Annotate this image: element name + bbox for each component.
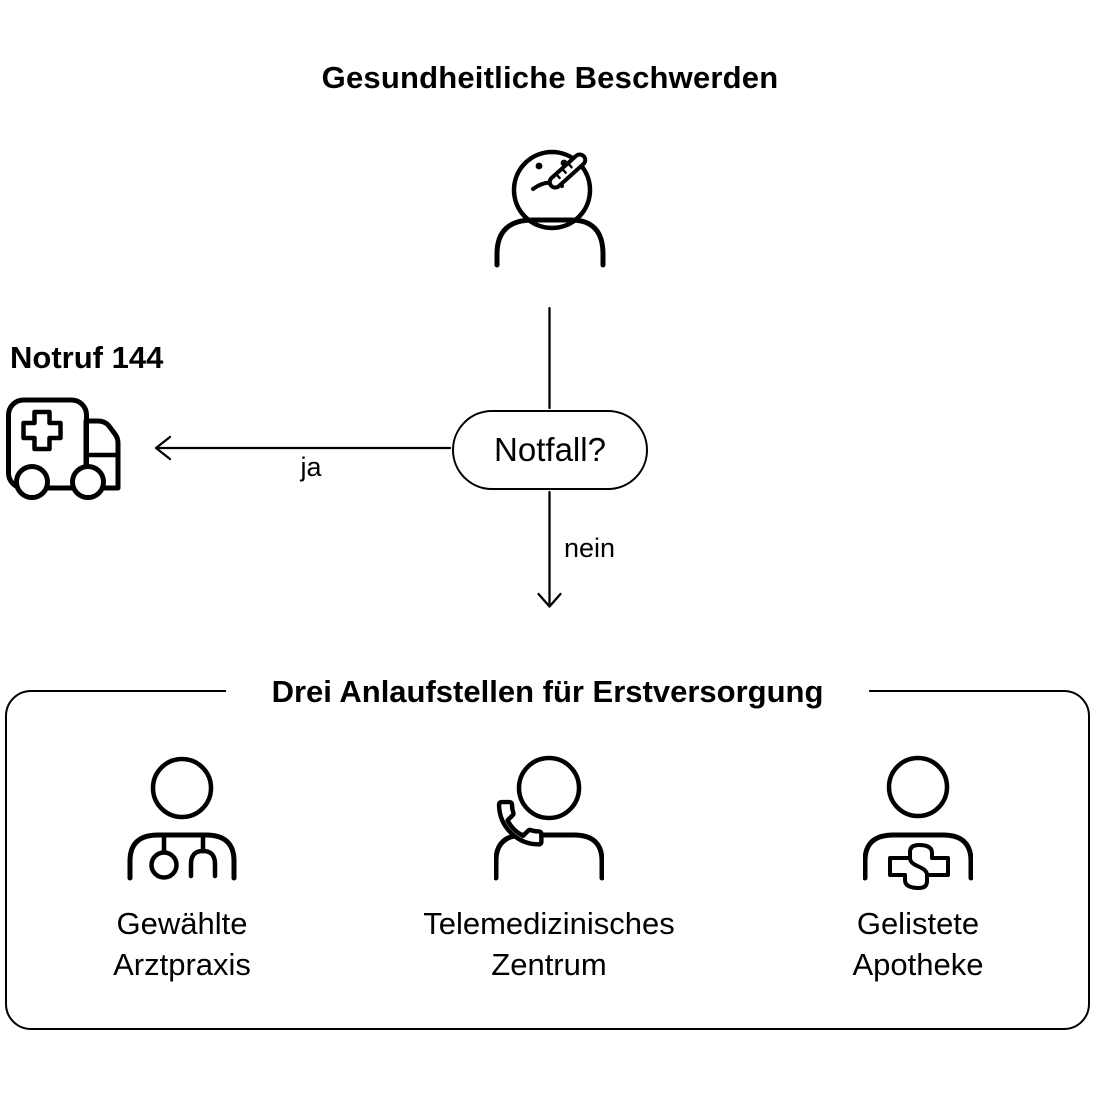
option-arztpraxis: Gewählte Arztpraxis <box>32 755 332 985</box>
sick-person-thermometer-icon <box>494 149 606 268</box>
primary-care-title: Drei Anlaufstellen für Erstversorgung <box>225 674 870 710</box>
nein-arrow <box>537 490 562 608</box>
ambulance-icon <box>6 397 121 500</box>
doctor-icon <box>127 756 237 881</box>
option-apotheke: Gelistete Apotheke <box>768 755 1068 985</box>
pharmacy-icon <box>863 755 973 890</box>
emergency-title: Notruf 144 <box>10 340 164 375</box>
option-label: Gewählte Arztpraxis <box>113 906 251 982</box>
nein-label: nein <box>564 533 616 563</box>
option-label: Telemedizinisches Zentrum <box>423 906 675 982</box>
decision-pill: Notfall? <box>452 410 648 490</box>
ja-label: ja <box>300 452 322 482</box>
page-title: Gesundheitliche Beschwerden <box>321 60 779 95</box>
primary-care-container: Drei Anlaufstellen für Erstversorgung <box>5 674 1090 1030</box>
option-label: Gelistete Apotheke <box>852 906 984 982</box>
telemedicine-icon <box>494 755 604 881</box>
option-telemedizin: Telemedizinisches Zentrum <box>399 755 699 985</box>
decision-label: Notfall? <box>494 431 606 468</box>
